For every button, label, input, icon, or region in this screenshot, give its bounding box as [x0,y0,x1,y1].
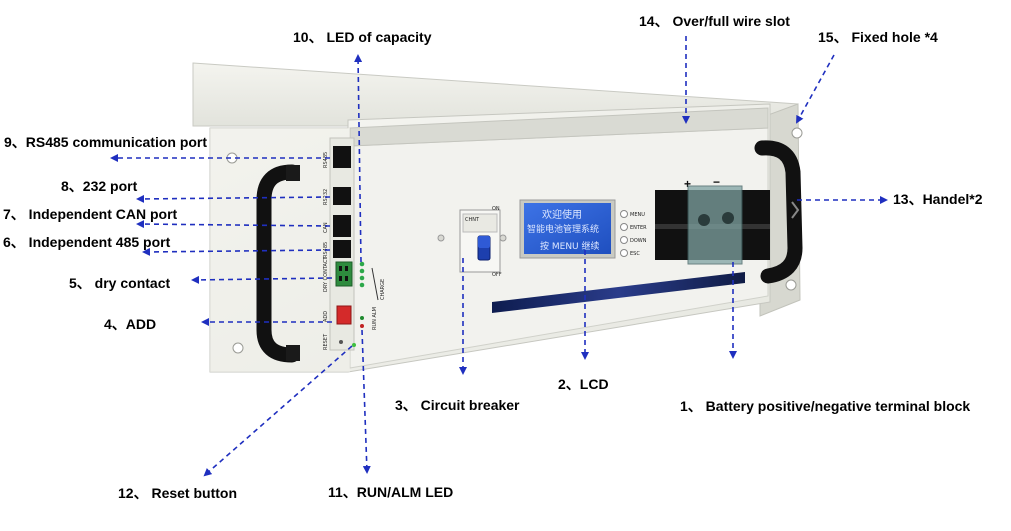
label-reset-button: 12、 Reset button [118,485,238,501]
label-circuit-breaker: 3、 Circuit breaker [395,397,520,413]
lcd-buttons: MENU ENTER DOWN ESC [620,210,647,257]
svg-text:CHARGE: CHARGE [380,279,386,300]
label-lcd: 2、LCD [558,376,609,392]
svg-text:CAN: CAN [323,222,329,233]
svg-text:RS485: RS485 [323,152,329,168]
label-wire-slot: 14、 Over/full wire slot [639,13,790,29]
terminal-block: + − [655,175,770,265]
arrow-485 [142,247,331,256]
label-capacity-led: 10、 LED of capacity [293,29,432,45]
run-alm-leds: RUN ALM [352,307,378,347]
svg-text:欢迎使用: 欢迎使用 [542,208,582,221]
label-rs485-port: 9、RS485 communication port [4,134,208,150]
svg-text:DRY CONTACT: DRY CONTACT [323,256,329,292]
label-232-port: 8、232 port [61,178,138,194]
capacity-leds: CHARGE [359,261,386,301]
arrow-can [136,220,331,229]
svg-text:按 MENU 继续: 按 MENU 继续 [540,240,600,252]
svg-text:OFF: OFF [492,272,502,278]
label-handle: 13、Handel*2 [893,191,983,207]
svg-text:ESC: ESC [630,251,640,257]
label-terminal-block: 1、 Battery positive/negative terminal bl… [680,398,971,414]
right-handle [754,140,803,284]
arrow-reset [203,345,353,477]
svg-text:MENU: MENU [630,212,645,218]
vent-bar [492,272,745,313]
svg-text:RESET: RESET [323,333,329,350]
arrow-capacity-led [354,54,363,263]
port-column [329,137,355,351]
svg-text:+: + [684,177,691,191]
arrow-fixed-hole [796,54,835,124]
label-fixed-hole: 15、 Fixed hole *4 [818,29,938,45]
svg-text:ADD: ADD [323,311,329,322]
svg-text:ENTER: ENTER [630,225,647,231]
svg-text:ON: ON [492,206,500,212]
circuit-breaker: CHNT ON OFF [437,206,507,278]
svg-text:CHNT: CHNT [465,217,480,223]
label-can-port: 7、 Independent CAN port [3,206,178,222]
arrow-232 [136,194,331,203]
svg-text:−: − [713,175,720,189]
svg-text:智能电池管理系统: 智能电池管理系统 [527,223,599,235]
arrow-dry-contact [191,275,333,284]
svg-text:RUN ALM: RUN ALM [372,307,378,330]
lcd-screen: 欢迎使用 智能电池管理系统 按 MENU 继续 [519,199,616,259]
label-dry-contact: 5、 dry contact [69,275,171,291]
svg-text:DOWN: DOWN [630,238,647,244]
arrow-run-alm [361,329,371,474]
label-add: 4、ADD [104,316,157,332]
left-handle [256,164,300,363]
label-485-port: 6、 Independent 485 port [3,234,171,250]
label-run-alm-led: 11、RUN/ALM LED [328,484,454,500]
